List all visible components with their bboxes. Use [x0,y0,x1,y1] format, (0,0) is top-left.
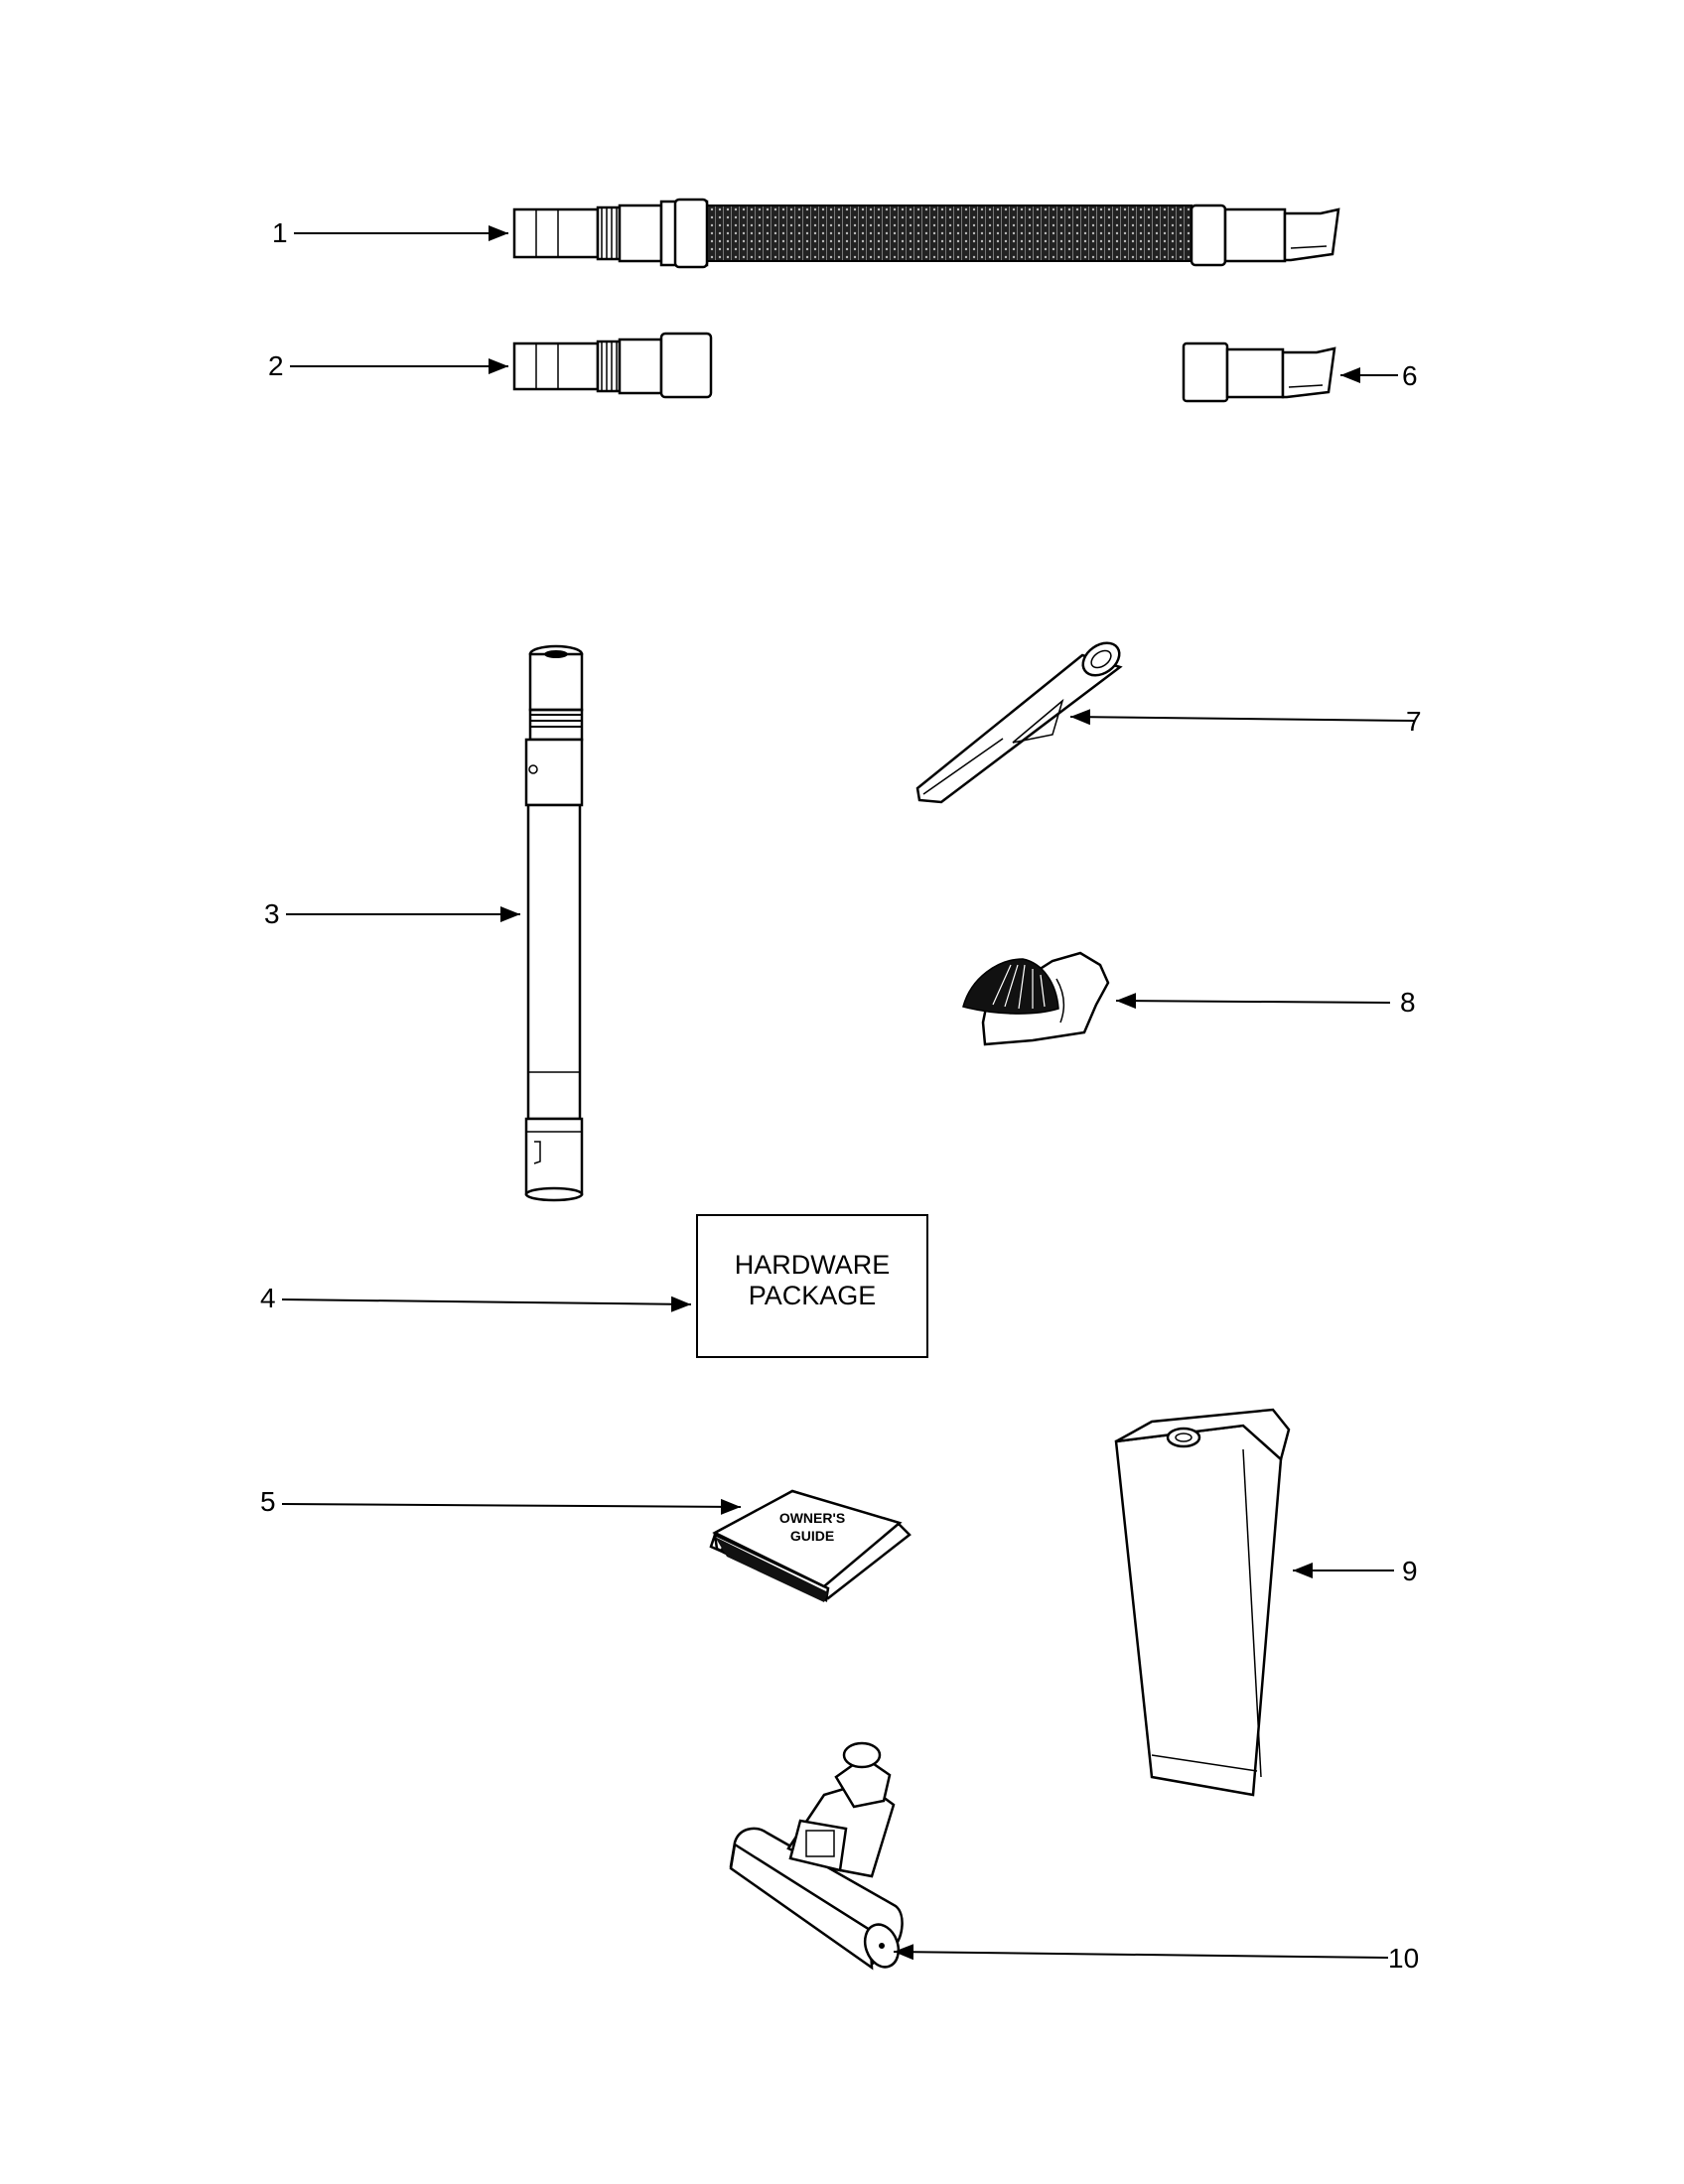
hose-right-cuff [1190,204,1227,267]
callout-arrow-7 [1069,709,1415,726]
hardware-package-box [696,1214,928,1358]
callout-number-7: 7 [1406,706,1422,737]
owners-guide-label-line-1: OWNER'S [779,1510,845,1526]
hose-corrugated-section [706,205,1193,262]
callout-number-9: 9 [1402,1556,1418,1586]
hose-left-cuff [512,207,600,259]
part-9-vacuum-bag: 9 [1114,1408,1418,1797]
part-2-hose-end: 2 [268,332,713,399]
callout-arrow-8 [1115,993,1391,1010]
part-7-crevice-tool: 7 [915,641,1422,804]
part-8-dusting-brush: 8 [962,951,1416,1046]
callout-number-1: 1 [272,217,288,248]
part-3-wand: 3 [264,644,584,1202]
callout-arrow-5 [281,1498,742,1515]
callout-number-6: 6 [1402,360,1418,391]
part-10-turbo-brush: 10 [729,1741,1419,1974]
part-4-hardware-package: 4 HARDWARE PACKAGE [260,1214,928,1358]
owners-guide-label-line-2: GUIDE [790,1528,834,1544]
callout-number-10: 10 [1388,1943,1419,1974]
callout-number-5: 5 [260,1486,276,1517]
callout-number-3: 3 [264,898,280,929]
callout-arrow-4 [281,1296,692,1312]
callout-arrow-10 [893,1944,1389,1961]
callout-number-4: 4 [260,1283,276,1313]
hardware-package-label-line-2: PACKAGE [749,1281,877,1310]
part-6-hose-connector: 6 [1182,341,1418,403]
callout-number-8: 8 [1400,987,1416,1018]
callout-number-2: 2 [268,350,284,381]
hardware-package-label-line-1: HARDWARE [735,1250,891,1280]
part-5-owners-guide: 5 OWNER'S GUIDE [260,1486,912,1602]
part-1-hose: 1 [272,198,1340,269]
